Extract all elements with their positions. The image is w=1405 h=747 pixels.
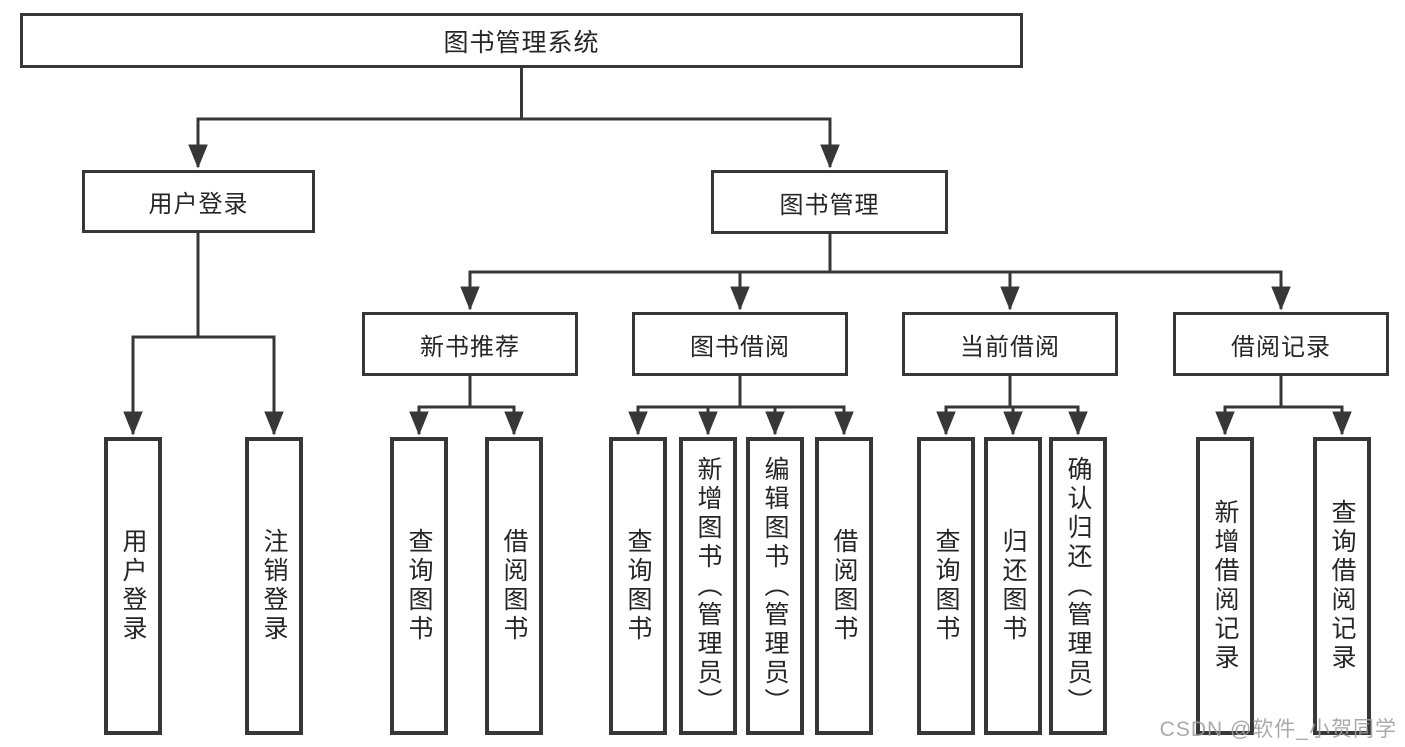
node-current-borrowing: 当前借阅 [902, 312, 1118, 376]
leaf-borrow-borrow-books: 借阅图书 [815, 437, 873, 735]
leaf-user-login: 用户登录 [104, 437, 162, 735]
leaf-logout: 注销登录 [245, 437, 303, 735]
leaf-records-query-record: 查询借阅记录 [1313, 437, 1371, 735]
leaf-current-confirm-return-admin: 确认归还（管理员） [1049, 437, 1107, 735]
csdn-watermark: CSDN @软件_小贺同学 [1159, 718, 1397, 741]
leaf-borrow-query-books: 查询图书 [609, 437, 667, 735]
connector-book-borrow-to-leaves [628, 376, 854, 436]
leaf-borrow-add-books-admin: 新增图书（管理员） [679, 437, 737, 735]
connector-user-login-to-leaves [123, 233, 284, 436]
leaf-current-query-books: 查询图书 [917, 437, 975, 735]
leaf-records-add-record: 新增借阅记录 [1196, 437, 1254, 735]
leaf-borrow-edit-books-admin: 编辑图书（管理员） [746, 437, 804, 735]
node-book-borrowing: 图书借阅 [632, 312, 848, 376]
node-library-management-system: 图书管理系统 [20, 13, 1023, 68]
connector-root-to-level2 [188, 68, 840, 169]
node-book-management: 图书管理 [711, 170, 948, 234]
node-user-login: 用户登录 [82, 170, 315, 233]
node-borrowing-records: 借阅记录 [1173, 312, 1389, 376]
leaf-current-return-books: 归还图书 [984, 437, 1042, 735]
leaf-newbooks-query-books: 查询图书 [390, 437, 448, 735]
node-new-book-recommend: 新书推荐 [362, 312, 578, 376]
leaf-newbooks-borrow-books: 借阅图书 [485, 437, 543, 735]
connector-current-borrow-to-leaves [936, 376, 1088, 436]
connector-borrow-records-to-leaves [1215, 376, 1352, 436]
connector-book-mgmt-to-level3 [460, 234, 1291, 311]
connector-new-books-to-leaves [409, 376, 524, 436]
